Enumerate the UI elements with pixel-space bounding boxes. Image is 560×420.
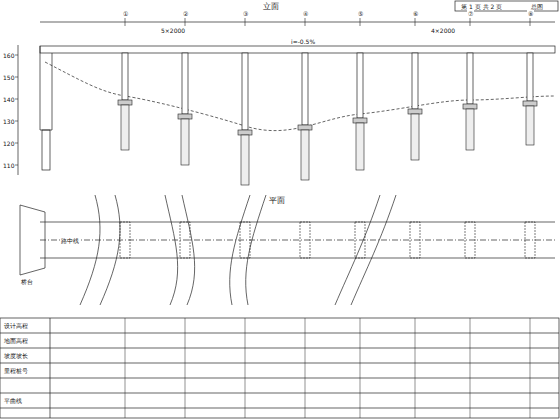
table-grid	[185, 318, 186, 418]
drawing-label: 设计高程	[3, 322, 29, 329]
drawing-label: ④	[302, 10, 309, 17]
pier-plan	[465, 222, 475, 258]
drawing-label: 平面	[268, 196, 286, 205]
pier-plan	[525, 222, 535, 258]
cross-road	[335, 195, 396, 305]
drawing-label: 平曲线	[3, 397, 23, 404]
drawing-label: 160	[2, 52, 15, 59]
drawing-label: ③	[242, 10, 249, 17]
dimension-line	[40, 22, 555, 23]
dimension-tick	[245, 18, 246, 26]
dimension-tick	[185, 18, 186, 26]
drawing-label: ⑤	[357, 10, 364, 17]
pier-column	[357, 53, 363, 118]
drawing-label: ①	[122, 10, 129, 17]
pier-column	[242, 53, 248, 130]
table-grid	[245, 318, 246, 418]
dimension-tick	[415, 18, 416, 26]
drawing-label: 110	[2, 162, 15, 169]
drawing-label: 150	[2, 74, 15, 81]
dimension-tick	[125, 18, 126, 26]
pile	[466, 109, 474, 150]
pile	[121, 105, 129, 150]
pile	[241, 135, 249, 185]
drawing-label: 130	[2, 118, 15, 125]
drawing-label: ②	[182, 10, 189, 17]
pier-plan	[240, 222, 250, 258]
table-grid	[125, 318, 126, 418]
pier-plan	[120, 222, 130, 258]
table-grid	[530, 318, 531, 418]
drawing-label: 120	[2, 140, 15, 147]
cross-road	[165, 195, 195, 305]
drawing-label: 立面	[262, 2, 280, 11]
elevation-scale	[18, 45, 19, 175]
drawing-label: ⑧	[527, 10, 534, 17]
pier-column	[467, 53, 473, 104]
pile	[356, 123, 364, 170]
profile-table	[0, 318, 559, 418]
drawing-label: ⑥	[412, 10, 419, 17]
abutment	[40, 46, 52, 130]
pile-cap	[178, 114, 192, 119]
pile-cap	[408, 109, 422, 114]
pile-cap	[238, 130, 252, 135]
pier-plan	[410, 222, 420, 258]
drawing-label: ⑦	[467, 10, 474, 17]
pier-column	[182, 53, 188, 114]
pile	[301, 130, 309, 180]
table-grid	[305, 318, 306, 418]
pile-cap	[298, 125, 312, 130]
table-grid	[360, 318, 361, 418]
cross-road	[80, 195, 120, 305]
pile	[526, 106, 534, 145]
abutment-plan	[20, 205, 45, 275]
pier-plan	[355, 222, 365, 258]
drawing-label: i=-0.5%	[290, 38, 316, 45]
drawing-label: 第 1 页 共 2 页	[460, 3, 503, 10]
drawing-label: 地面高程	[3, 337, 29, 344]
drawing-label: 140	[2, 96, 15, 103]
pier-column	[527, 53, 533, 101]
pier-column	[122, 53, 128, 100]
pile-cap	[353, 118, 367, 123]
table-grid	[470, 318, 471, 418]
drawing-label: 坡度坡长	[3, 352, 29, 359]
drawing-label: 5×2000	[160, 27, 186, 34]
drawing-label: 总图	[530, 3, 544, 10]
dimension-tick	[360, 18, 361, 26]
abutment-pile	[42, 130, 50, 170]
drawing-label: 里程桩号	[3, 367, 29, 374]
pier-plan	[300, 222, 310, 258]
cross-road	[230, 195, 266, 305]
dimension-tick	[530, 18, 531, 26]
drawing-label: 桥台	[20, 278, 34, 285]
drawing-label: 路中线	[60, 237, 80, 244]
road-edge	[40, 222, 555, 258]
table-grid	[415, 318, 416, 418]
pier-plan	[180, 222, 190, 258]
pile	[181, 119, 189, 165]
pile-cap	[463, 104, 477, 109]
pile-cap	[523, 101, 537, 106]
dimension-tick	[470, 18, 471, 26]
centerline	[40, 240, 555, 241]
dimension-tick	[305, 18, 306, 26]
pier-column	[302, 53, 308, 125]
table-grid	[0, 318, 559, 418]
pile	[411, 114, 419, 160]
pier-column	[412, 53, 418, 109]
drawing-label: 4×2000	[430, 27, 456, 34]
deck-elevation	[40, 46, 555, 53]
pile-cap	[118, 100, 132, 105]
